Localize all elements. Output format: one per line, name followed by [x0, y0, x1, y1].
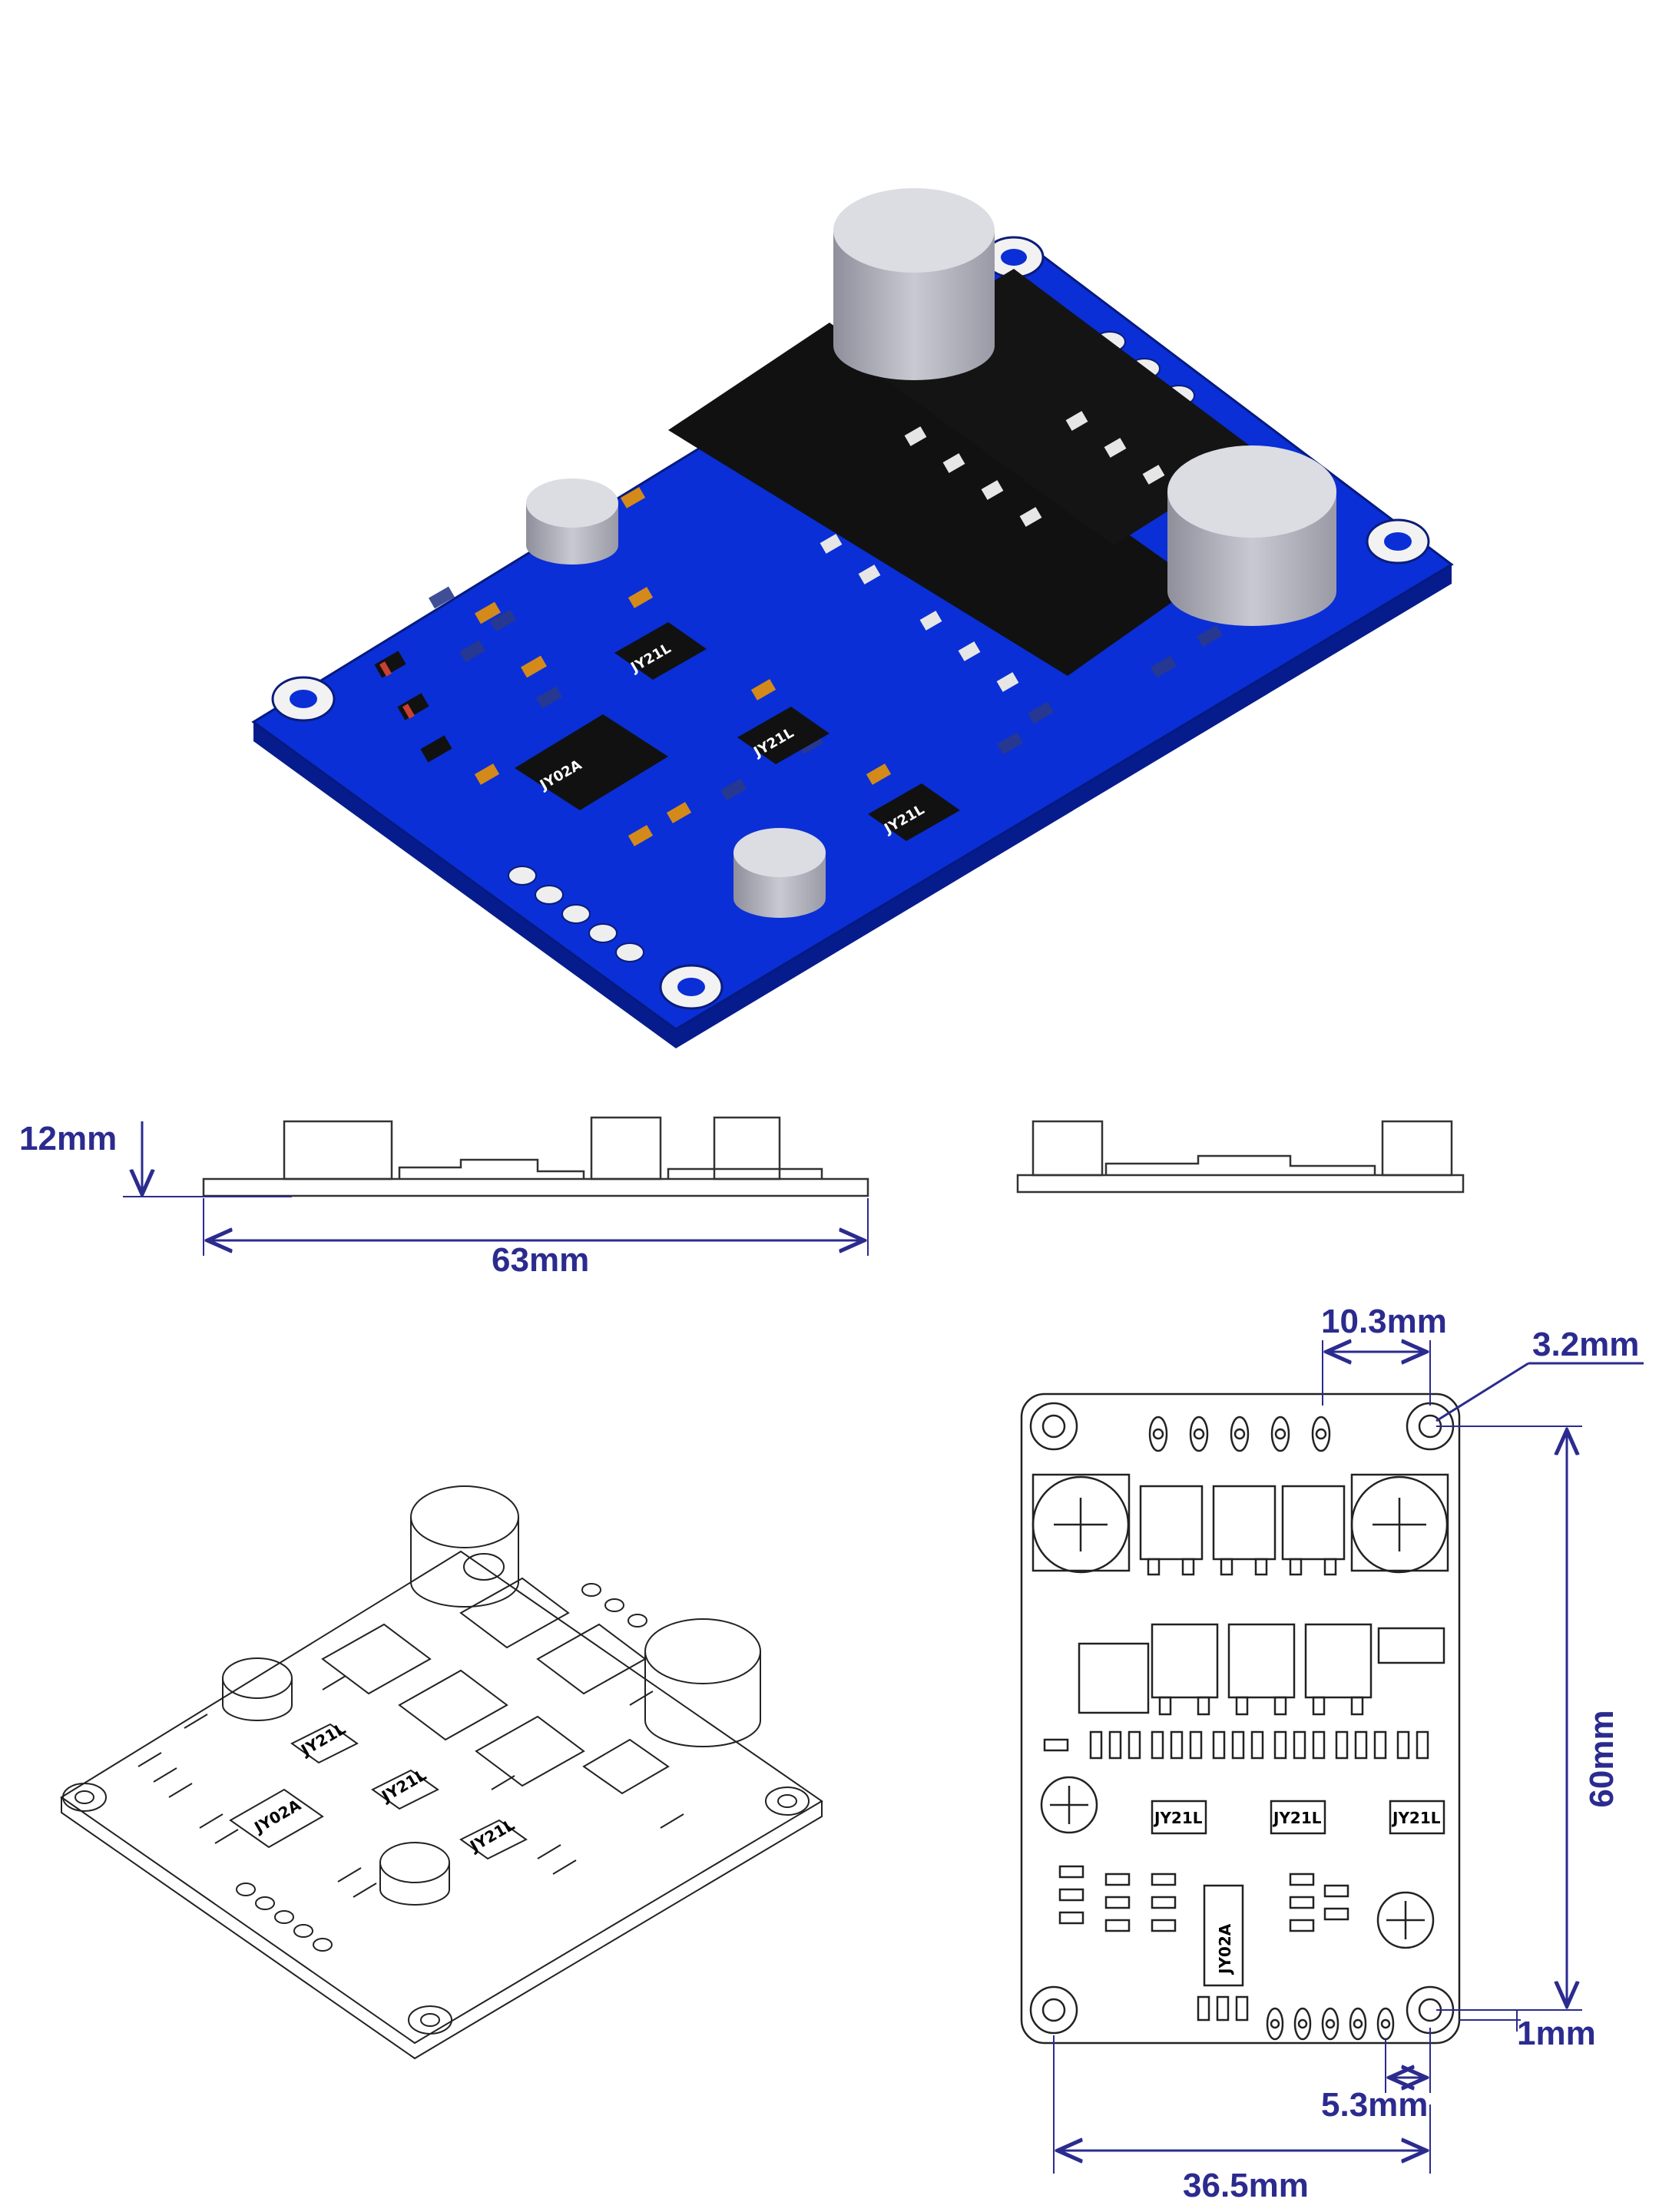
dim-label-hole-diameter: 3.2mm	[1532, 1326, 1639, 1363]
dim-label-hole-spacing: 36.5mm	[1183, 2167, 1309, 2204]
dim-label-height: 12mm	[19, 1120, 117, 1157]
chip-label-jy21l-lineart-3: JY21L	[465, 1815, 518, 1856]
dim-length: 63mm	[203, 1198, 869, 1279]
dim-label-pin-pitch: 10.3mm	[1321, 1303, 1447, 1340]
pcb-render-3d: JY02A JY21L JY21L JY21L	[251, 188, 1454, 1048]
chip-jy02a-render: JY02A	[515, 714, 668, 810]
dim-label-board-height: 60mm	[1583, 1710, 1621, 1807]
chip-label-jy21l-lineart-2: JY21L	[377, 1765, 429, 1806]
dim-edge-offset: 1mm	[1459, 2010, 1596, 2052]
dim-label-edge-offset: 1mm	[1517, 2015, 1596, 2052]
capacitor-large-2	[1167, 445, 1336, 626]
capacitor-small-2	[733, 828, 826, 918]
dim-hole-spacing: 36.5mm	[1053, 2035, 1431, 2204]
dim-label-pin-offset: 5.3mm	[1321, 2086, 1428, 2124]
chip-jy21l-render-1: JY21L	[614, 622, 707, 680]
capacitor-large-1	[833, 188, 995, 380]
dim-pin-offset: 5.3mm	[1321, 2028, 1431, 2124]
chip-jy21l-render-3: JY21L	[868, 783, 960, 841]
dim-label-length: 63mm	[492, 1241, 589, 1279]
chip-label-jy21l-top-1: JY21L	[1153, 1809, 1203, 1827]
chip-label-jy02a-top: JY02A	[1216, 1923, 1234, 1975]
chip-label-jy21l-top-2: JY21L	[1272, 1809, 1322, 1827]
dim-pin-pitch: 10.3mm	[1321, 1303, 1447, 1406]
dim-height: 12mm	[19, 1120, 292, 1197]
top-view	[1020, 1392, 1461, 2045]
dim-hole-diameter: 3.2mm	[1435, 1326, 1644, 1422]
chip-label-jy21l-lineart-1: JY21L	[296, 1719, 349, 1760]
pcb-line-art	[60, 1485, 823, 2060]
chip-label-jy21l-top-3: JY21L	[1391, 1809, 1441, 1827]
chip-jy21l-render-2: JY21L	[737, 707, 830, 764]
side-view-long	[202, 1116, 869, 1197]
dim-board-height: 60mm	[1436, 1426, 1621, 2011]
side-view-short	[1016, 1120, 1465, 1194]
capacitor-small-1	[526, 478, 618, 565]
